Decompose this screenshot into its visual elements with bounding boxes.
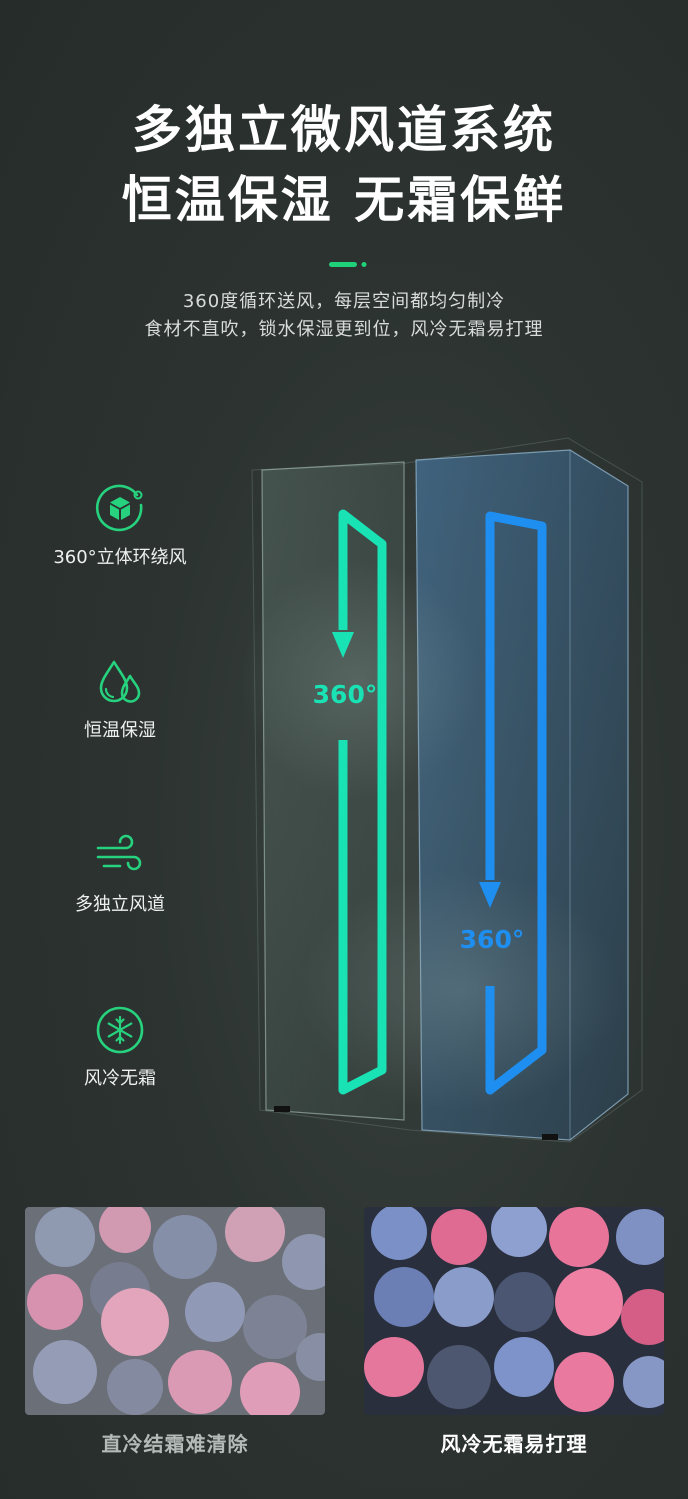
headline-line-1: 多独立微风道系统 <box>132 101 556 159</box>
feature-label: 恒温保湿 <box>84 720 156 741</box>
frosted-berries-photo <box>25 1207 325 1415</box>
blue-airflow-loop <box>485 511 547 1095</box>
feature-label: 360°立体环绕风 <box>53 547 187 568</box>
fridge-foot <box>274 1106 290 1112</box>
fresh-berries-image <box>364 1207 664 1415</box>
fresh-berries-photo <box>364 1207 664 1415</box>
feature-surround-airflow: 360°立体环绕风 <box>30 483 210 569</box>
left-airflow-label: 360° <box>313 680 378 709</box>
feature-label: 多独立风道 <box>75 894 165 915</box>
right-airflow-label: 360° <box>460 925 525 954</box>
description-line-2: 食材不直吹，锁水保湿更到位，风冷无霜易打理 <box>144 319 544 340</box>
fridge-airflow-illustration: 360° 360° <box>240 437 643 1143</box>
fog-effect <box>240 560 480 800</box>
frosted-berries-image <box>25 1207 325 1415</box>
fridge-back-frame <box>251 437 643 1143</box>
feature-independent-air-ducts: 多独立风道 <box>30 830 210 916</box>
accent-divider <box>329 253 369 267</box>
frosted-caption: 直冷结霜难清除 <box>101 1432 249 1456</box>
teal-arrow-head <box>332 632 354 658</box>
feature-label: 风冷无霜 <box>84 1068 156 1089</box>
wind-icon <box>96 834 142 871</box>
water-drops-icon <box>99 660 141 703</box>
teal-airflow-loop <box>338 509 387 1095</box>
accent-divider-shape <box>329 262 367 267</box>
feature-frost-free: 风冷无霜 <box>30 1004 210 1090</box>
fog-effect <box>300 870 620 1110</box>
feature-constant-humidity: 恒温保湿 <box>30 656 210 742</box>
headline-line-2: 恒温保湿 无霜保鲜 <box>121 171 567 229</box>
blue-arrow-head <box>479 882 501 908</box>
fridge-foot <box>542 1134 558 1140</box>
snowflake-icon <box>96 1006 144 1054</box>
cube-airflow-icon <box>95 484 143 532</box>
description-line-1: 360度循环送风，每层空间都均匀制冷 <box>182 291 506 312</box>
frost-free-caption: 风冷无霜易打理 <box>440 1432 588 1456</box>
